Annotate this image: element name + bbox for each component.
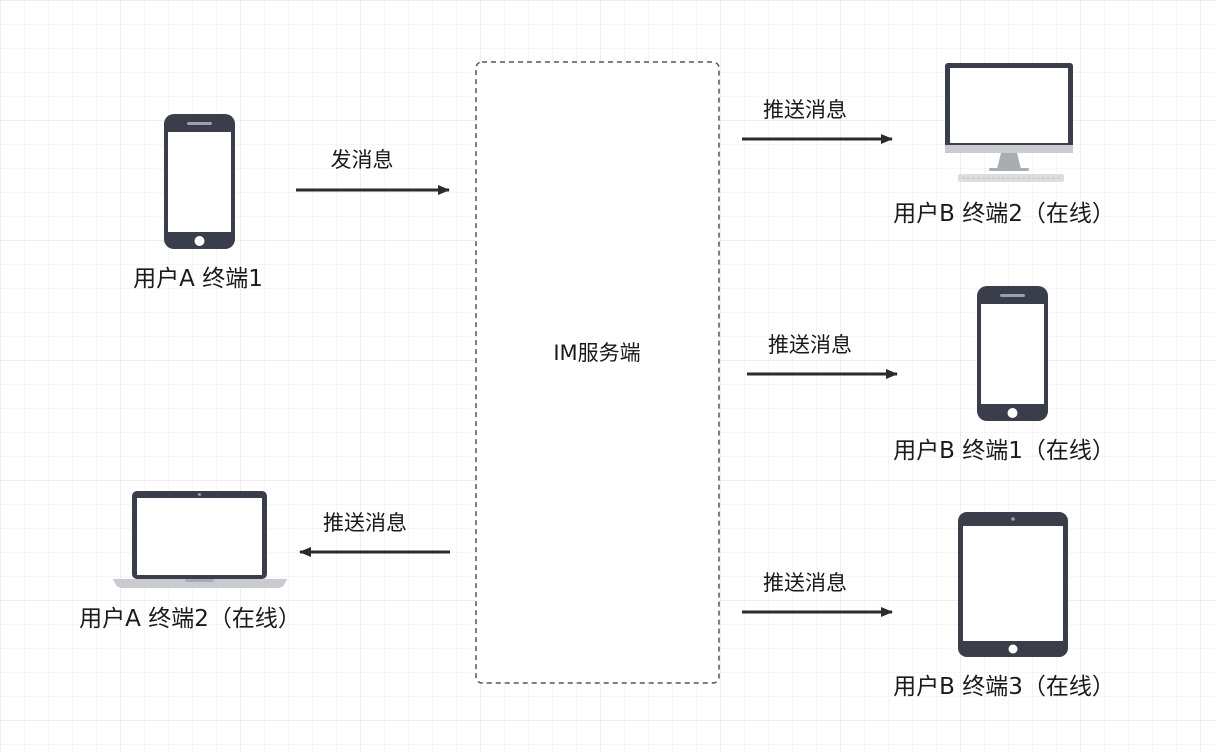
edge-push-b1-label: 推送消息 [768, 333, 852, 357]
edge-push-b1[interactable]: 推送消息 [747, 333, 898, 379]
im-server-label: IM服务端 [553, 341, 640, 365]
user-b-terminal1-node[interactable]: 用户B 终端1（在线） [893, 286, 1115, 464]
user-b-terminal3-node[interactable]: 用户B 终端3（在线） [893, 512, 1115, 700]
desktop-monitor-icon [945, 63, 1073, 182]
user-a-terminal1-node[interactable]: 用户A 终端1 [133, 114, 263, 292]
user-a-terminal1-label: 用户A 终端1 [133, 266, 263, 292]
edge-send-label: 发消息 [331, 148, 394, 172]
edge-push-b3[interactable]: 推送消息 [742, 571, 893, 617]
edge-push-a2[interactable]: 推送消息 [299, 511, 450, 557]
im-server-node[interactable]: IM服务端 [475, 61, 720, 684]
user-b-terminal3-label: 用户B 终端3（在线） [893, 674, 1115, 700]
edge-push-a2-label: 推送消息 [323, 511, 407, 535]
edge-push-b3-label: 推送消息 [763, 571, 847, 595]
edge-send-message[interactable]: 发消息 [296, 148, 450, 195]
smartphone-icon [164, 114, 235, 249]
edge-push-b2[interactable]: 推送消息 [742, 98, 893, 144]
smartphone-icon [977, 286, 1048, 421]
im-server-box [475, 61, 720, 684]
user-b-terminal2-node[interactable]: 用户B 终端2（在线） [893, 63, 1115, 227]
tablet-icon [958, 512, 1068, 657]
user-b-terminal1-label: 用户B 终端1（在线） [893, 438, 1115, 464]
user-a-terminal2-label: 用户A 终端2（在线） [79, 606, 301, 632]
laptop-icon [113, 491, 287, 588]
user-b-terminal2-label: 用户B 终端2（在线） [893, 201, 1115, 227]
edge-push-b2-label: 推送消息 [763, 98, 847, 122]
user-a-terminal2-node[interactable]: 用户A 终端2（在线） [79, 491, 301, 632]
